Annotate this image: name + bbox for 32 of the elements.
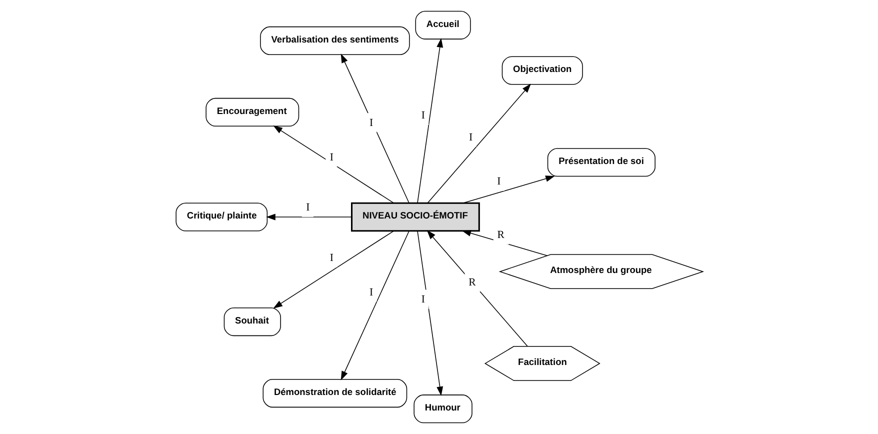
arrow <box>272 230 394 308</box>
arrow <box>266 214 352 220</box>
edge-label: I <box>329 252 334 264</box>
edge-label: I <box>329 151 334 164</box>
node-box: Humour <box>413 394 472 424</box>
edge-label: I <box>468 131 472 144</box>
node-box: Accueil <box>414 10 470 40</box>
arrow <box>461 230 548 256</box>
edge-label: I <box>368 116 373 129</box>
arrow <box>272 126 394 204</box>
edge-label: R <box>496 229 504 242</box>
node-box: Souhait <box>223 308 280 336</box>
node-box: Critique/ plainte <box>175 202 268 232</box>
node-box: Démonstration de solidarité <box>262 379 407 408</box>
edge-label: I <box>496 175 500 188</box>
arrow <box>340 54 409 204</box>
arrow <box>426 230 528 347</box>
node-box: NIVEAU SOCIO-ÉMOTIF <box>350 202 480 232</box>
edge-label: I <box>306 202 310 214</box>
node-box: Verbalisation des sentiments <box>260 26 410 55</box>
edge-label: I <box>420 294 424 306</box>
node-box: Encouragement <box>205 98 299 126</box>
node-box: Objectivation <box>501 56 582 85</box>
edge-label: I <box>368 286 373 298</box>
arrow <box>416 38 443 204</box>
node-box: Présentation de soi <box>546 148 655 177</box>
edge-label: R <box>468 276 476 288</box>
arrow <box>462 176 554 204</box>
arrow <box>426 84 531 204</box>
edge-label: I <box>420 110 424 122</box>
arrow <box>340 230 409 380</box>
arrow <box>416 230 443 396</box>
